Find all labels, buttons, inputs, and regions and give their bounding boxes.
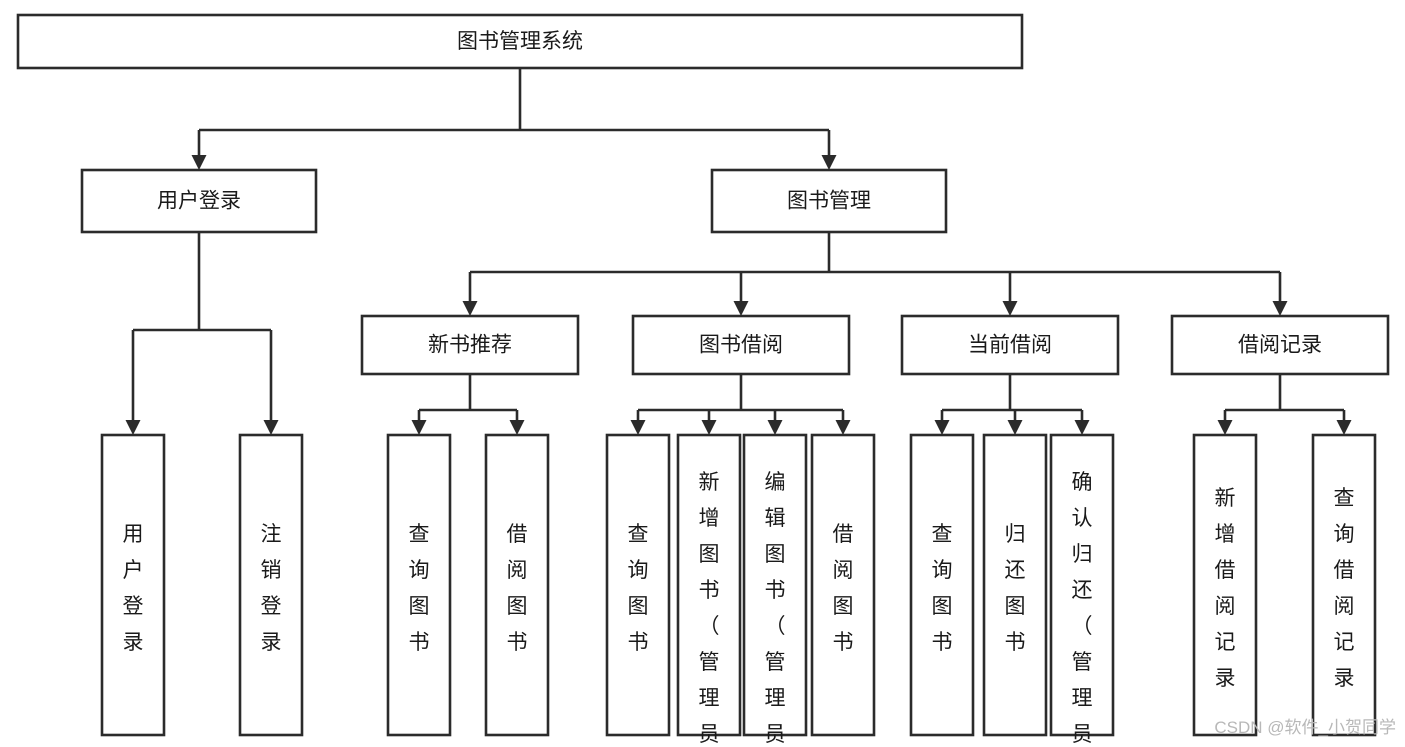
node-box-current-borrow — [900, 314, 1120, 376]
node-box-leaf-confirm-return — [1049, 433, 1115, 737]
arrow-head — [1336, 420, 1352, 435]
node-box-borrow-record — [1170, 314, 1390, 376]
node-box-book-manage — [710, 168, 948, 234]
arrow-head — [934, 420, 950, 435]
arrow-head — [191, 155, 207, 170]
node-label-leaf-logout: 注销登录 — [261, 523, 282, 654]
arrow-head — [835, 420, 851, 435]
node-box-root — [16, 13, 1024, 70]
node-leaf-user-login[interactable]: 用户登录 — [100, 433, 166, 737]
node-label-leaf-query-record: 查询借阅记录 — [1334, 487, 1355, 690]
node-box-new-book-rec — [360, 314, 580, 376]
node-label-book-borrow: 图书借阅 — [699, 334, 783, 357]
node-box-leaf-query-record — [1311, 433, 1377, 737]
node-box-leaf-query-book-borrow — [605, 433, 671, 737]
arrow-head — [125, 420, 141, 435]
node-leaf-logout[interactable]: 注销登录 — [238, 433, 304, 737]
node-leaf-add-record[interactable]: 新增借阅记录 — [1192, 433, 1258, 737]
connector-layer — [125, 68, 1352, 435]
csdn-watermark: CSDN @软件_小贺同学 — [1214, 718, 1396, 737]
node-leaf-borrow-book-rec[interactable]: 借阅图书 — [484, 433, 550, 737]
arrow-head — [1217, 420, 1233, 435]
arrow-head — [821, 155, 837, 170]
node-leaf-query-record[interactable]: 查询借阅记录 — [1311, 433, 1377, 737]
node-box-leaf-query-book-current — [909, 433, 975, 737]
arrow-head — [701, 420, 717, 435]
node-box-leaf-add-book — [676, 433, 742, 737]
node-book-manage[interactable]: 图书管理 — [710, 168, 948, 234]
arrow-head — [509, 420, 525, 435]
node-label-leaf-return-book: 归还图书 — [1005, 523, 1026, 654]
node-label-borrow-record: 借阅记录 — [1238, 334, 1322, 357]
node-label-user-login: 用户登录 — [157, 190, 241, 213]
node-box-leaf-user-login — [100, 433, 166, 737]
arrow-head — [630, 420, 646, 435]
arrow-head — [263, 420, 279, 435]
arrow-head — [462, 301, 478, 316]
node-user-login[interactable]: 用户登录 — [80, 168, 318, 234]
node-label-leaf-add-record: 新增借阅记录 — [1215, 487, 1236, 690]
node-label-leaf-query-book-rec: 查询图书 — [409, 523, 430, 654]
arrow-head — [1272, 301, 1288, 316]
node-label-leaf-edit-book: 编辑图书（管理员） — [765, 471, 786, 747]
node-label-leaf-add-book: 新增图书（管理员） — [699, 471, 720, 747]
arrow-head — [733, 301, 749, 316]
node-box-user-login — [80, 168, 318, 234]
arrow-head — [1002, 301, 1018, 316]
node-label-current-borrow: 当前借阅 — [968, 334, 1052, 357]
node-current-borrow[interactable]: 当前借阅 — [900, 314, 1120, 376]
node-box-leaf-logout — [238, 433, 304, 737]
node-leaf-borrow-book[interactable]: 借阅图书 — [810, 433, 876, 737]
node-label-root: 图书管理系统 — [457, 30, 583, 53]
arrow-head — [411, 420, 427, 435]
node-label-book-manage: 图书管理 — [787, 190, 871, 213]
node-box-leaf-borrow-book-rec — [484, 433, 550, 737]
node-leaf-return-book[interactable]: 归还图书 — [982, 433, 1048, 737]
node-box-leaf-return-book — [982, 433, 1048, 737]
node-box-book-borrow — [631, 314, 851, 376]
node-label-leaf-query-book-current: 查询图书 — [932, 523, 953, 654]
node-borrow-record[interactable]: 借阅记录 — [1170, 314, 1390, 376]
node-leaf-query-book-rec[interactable]: 查询图书 — [386, 433, 452, 737]
node-box-leaf-edit-book — [742, 433, 808, 737]
node-box-leaf-borrow-book — [810, 433, 876, 737]
arrow-head — [1074, 420, 1090, 435]
node-layer: 图书管理系统用户登录图书管理新书推荐图书借阅当前借阅借阅记录用户登录注销登录查询… — [16, 13, 1390, 747]
node-new-book-rec[interactable]: 新书推荐 — [360, 314, 580, 376]
node-label-leaf-borrow-book-rec: 借阅图书 — [507, 523, 528, 654]
node-root[interactable]: 图书管理系统 — [16, 13, 1024, 70]
node-label-new-book-rec: 新书推荐 — [428, 334, 512, 357]
arrow-head — [1007, 420, 1023, 435]
node-label-leaf-borrow-book: 借阅图书 — [833, 523, 854, 654]
node-leaf-query-book-current[interactable]: 查询图书 — [909, 433, 975, 737]
node-leaf-confirm-return[interactable]: 确认归还（管理员） — [1049, 433, 1115, 747]
node-book-borrow[interactable]: 图书借阅 — [631, 314, 851, 376]
node-label-leaf-query-book-borrow: 查询图书 — [628, 523, 649, 654]
node-leaf-query-book-borrow[interactable]: 查询图书 — [605, 433, 671, 737]
node-label-leaf-confirm-return: 确认归还（管理员） — [1072, 471, 1093, 747]
arrow-head — [767, 420, 783, 435]
node-leaf-add-book[interactable]: 新增图书（管理员） — [676, 433, 742, 747]
node-box-leaf-add-record — [1192, 433, 1258, 737]
node-leaf-edit-book[interactable]: 编辑图书（管理员） — [742, 433, 808, 747]
node-label-leaf-user-login: 用户登录 — [123, 523, 144, 654]
node-box-leaf-query-book-rec — [386, 433, 452, 737]
